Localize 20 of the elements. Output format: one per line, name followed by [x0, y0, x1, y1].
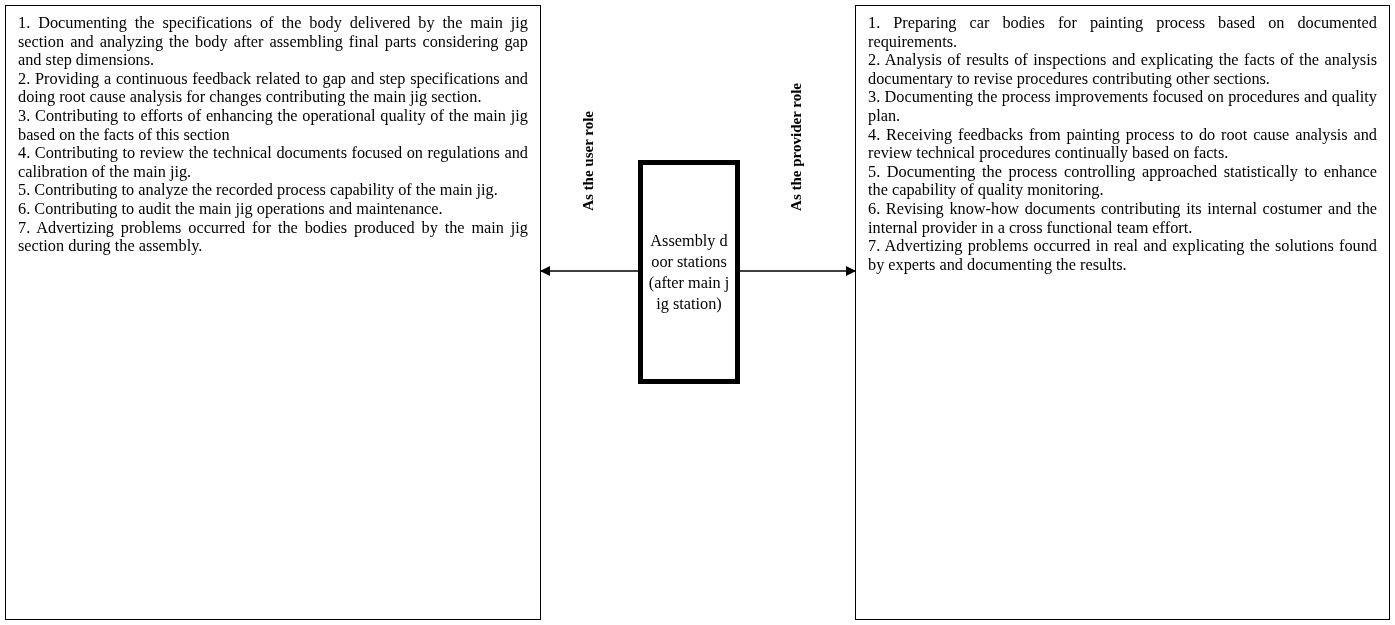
- list-item-text: 5. Documenting the process controlling approached statistically to enhance the capability of quality monitoring.: [868, 162, 1377, 200]
- list-item-text: 6. Contributing to audit the main jig operations and maintenance.: [18, 199, 444, 219]
- list-item-text: 4. Contributing to review the technical documents focused on regulations and calibration of the main jig.: [18, 144, 528, 182]
- arrow: [540, 266, 639, 276]
- list-item-text: 1. Preparing car bodies for painting process based on documented requirements.: [868, 14, 1377, 52]
- text-box: [855, 5, 1390, 620]
- arrow: [739, 266, 856, 276]
- list-item-text: 3. Contributing to efforts of enhancing the operational quality of the main jig based on the facts of this section: [18, 106, 528, 145]
- process-box: [638, 160, 740, 384]
- list-item-text: 2. Providing a continuous feedback related to gap and step specifications and doing root cause analysis for changes contributing the main jig section.: [18, 69, 528, 107]
- list-item-text: 1. Documenting the specifications of the body delivered by the main jig section and analyzing the body after assembling final parts considering gap and step dimensions.: [18, 14, 528, 70]
- list-item-text: 7. Advertizing problems occurred in real and explicating the solutions found by experts and documenting the results.: [868, 237, 1377, 275]
- list-item-text: 3. Documenting the process improvements focused on procedures and quality plan.: [868, 88, 1377, 126]
- list-item-text: 5. Contributing to analyze the recorded process capability of the main jig.: [18, 181, 499, 200]
- list-item-text: 7. Advertizing problems occurred for the bodies produced by the main jig section during the assembly.: [18, 218, 528, 256]
- list-item-text: Assembly door stations (after main jig station): [647, 230, 731, 314]
- text-box: [5, 5, 541, 620]
- list-item-text: 4. Receiving feedbacks from painting process to do root cause analysis and review technical procedures continually based on facts.: [868, 125, 1377, 163]
- list-item-text: 2. Analysis of results of inspections and explicating the facts of the analysis documentary to revise procedures contributing other sections.: [868, 51, 1377, 89]
- list-item-text: 6. Revising know-how documents contributing its internal costumer and the internal provider in a cross functional team effort.: [868, 199, 1377, 238]
